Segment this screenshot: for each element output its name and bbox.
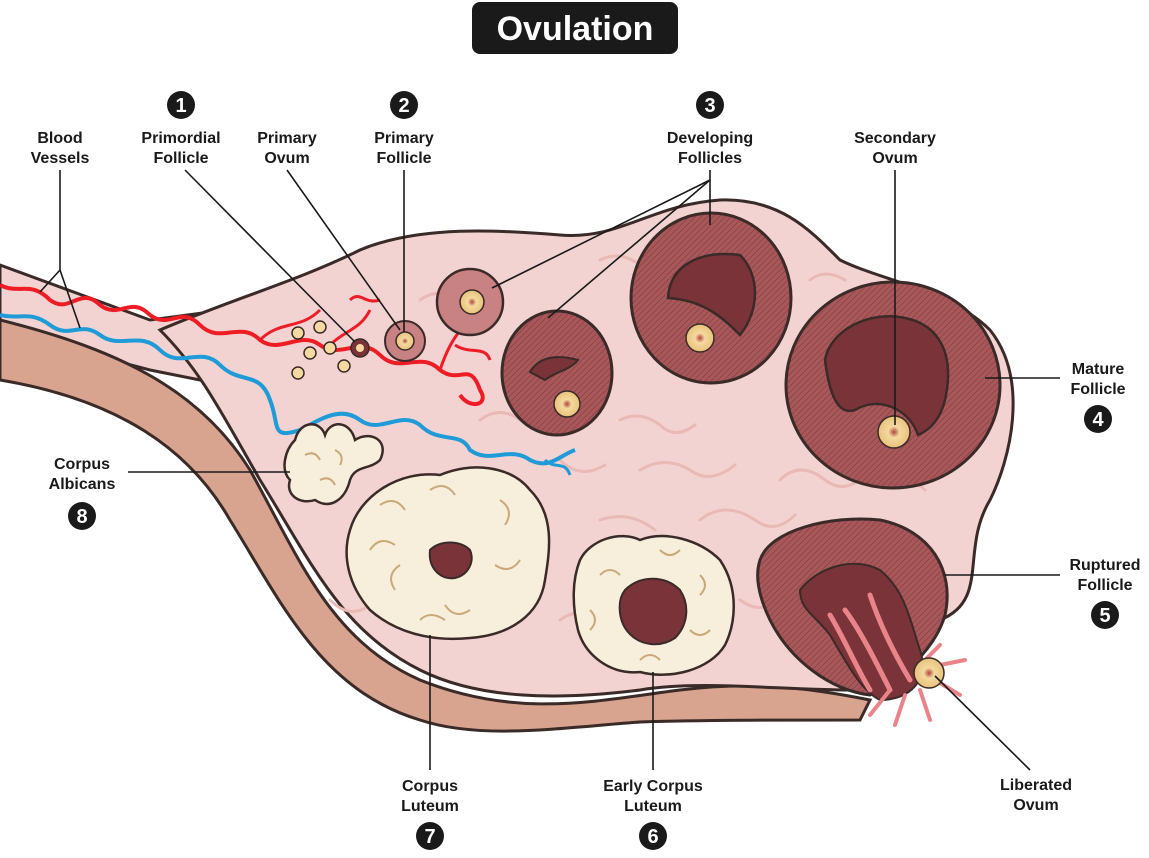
svg-text:Luteum: Luteum <box>624 798 682 815</box>
svg-text:Ovum: Ovum <box>872 150 917 167</box>
badge-6 <box>639 822 667 850</box>
svg-text:Vessels: Vessels <box>31 150 90 167</box>
svg-text:4: 4 <box>1092 409 1104 431</box>
svg-text:Early Corpus: Early Corpus <box>603 778 703 795</box>
corpus-luteum <box>345 466 551 641</box>
developing-follicle-small <box>435 267 505 337</box>
leader-lines <box>39 169 1060 771</box>
label-primary-follicle: 2 Primary Follicle <box>374 91 434 167</box>
badge-5 <box>1091 601 1119 629</box>
corpus-albicans <box>283 423 384 506</box>
svg-text:Liberated: Liberated <box>1000 777 1072 794</box>
label-mature-follicle: Mature Follicle 4 <box>1070 361 1126 433</box>
badge-2 <box>390 91 418 119</box>
badge-3 <box>696 91 724 119</box>
svg-text:1: 1 <box>175 95 186 117</box>
svg-text:7: 7 <box>424 826 435 848</box>
label-primordial-follicle: 1 Primordial Follicle <box>141 91 221 167</box>
svg-text:Follicle: Follicle <box>153 150 208 167</box>
svg-text:Primary: Primary <box>257 130 317 147</box>
developing-follicle-medium <box>500 309 614 437</box>
svg-text:Developing: Developing <box>667 130 753 147</box>
svg-text:Mature: Mature <box>1072 361 1125 378</box>
svg-text:Follicle: Follicle <box>1077 577 1132 594</box>
svg-text:5: 5 <box>1099 605 1110 627</box>
label-secondary-ovum: Secondary Ovum <box>854 130 936 167</box>
svg-text:Corpus: Corpus <box>402 778 458 795</box>
svg-text:Albicans: Albicans <box>49 476 116 493</box>
svg-text:Follicle: Follicle <box>1070 381 1125 398</box>
label-early-corpus-luteum: Early Corpus Luteum 6 <box>603 778 703 850</box>
svg-text:Ruptured: Ruptured <box>1069 557 1140 574</box>
ovary-capsule <box>0 318 873 733</box>
badge-8 <box>68 502 96 530</box>
vein <box>0 313 576 466</box>
label-corpus-albicans: Corpus Albicans 8 <box>49 456 116 530</box>
label-primary-ovum: Primary Ovum <box>257 130 317 167</box>
primary-follicle <box>384 320 426 362</box>
page-title: Ovulation <box>497 10 654 48</box>
svg-text:Follicles: Follicles <box>678 150 742 167</box>
svg-text:Ovum: Ovum <box>1013 797 1058 814</box>
badge-1 <box>167 91 195 119</box>
developing-follicle-large <box>629 211 793 385</box>
ruptured-follicle <box>756 517 967 727</box>
svg-text:Follicle: Follicle <box>376 150 431 167</box>
title-badge: Ovulation <box>472 2 678 54</box>
early-corpus-luteum <box>572 534 735 676</box>
svg-text:2: 2 <box>398 95 409 117</box>
svg-text:Luteum: Luteum <box>401 798 459 815</box>
mature-follicle <box>784 280 1002 490</box>
blood-vessels <box>0 283 576 476</box>
primordial-follicles <box>291 320 370 380</box>
svg-text:Primary: Primary <box>374 130 434 147</box>
label-developing-follicles: 3 Developing Follicles <box>667 91 753 167</box>
label-blood-vessels: Blood Vessels <box>31 130 90 167</box>
badge-4 <box>1084 405 1112 433</box>
svg-text:8: 8 <box>76 506 87 528</box>
svg-text:Ovum: Ovum <box>264 150 309 167</box>
svg-text:6: 6 <box>647 826 658 848</box>
svg-text:3: 3 <box>704 95 715 117</box>
svg-text:Secondary: Secondary <box>854 130 936 147</box>
svg-text:Corpus: Corpus <box>54 456 110 473</box>
svg-text:Blood: Blood <box>37 130 82 147</box>
label-ruptured-follicle: Ruptured Follicle 5 <box>1069 557 1141 629</box>
badge-7 <box>416 822 444 850</box>
label-corpus-luteum: Corpus Luteum 7 <box>401 778 459 850</box>
label-liberated-ovum: Liberated Ovum <box>1000 777 1072 814</box>
svg-text:Primordial: Primordial <box>141 130 220 147</box>
